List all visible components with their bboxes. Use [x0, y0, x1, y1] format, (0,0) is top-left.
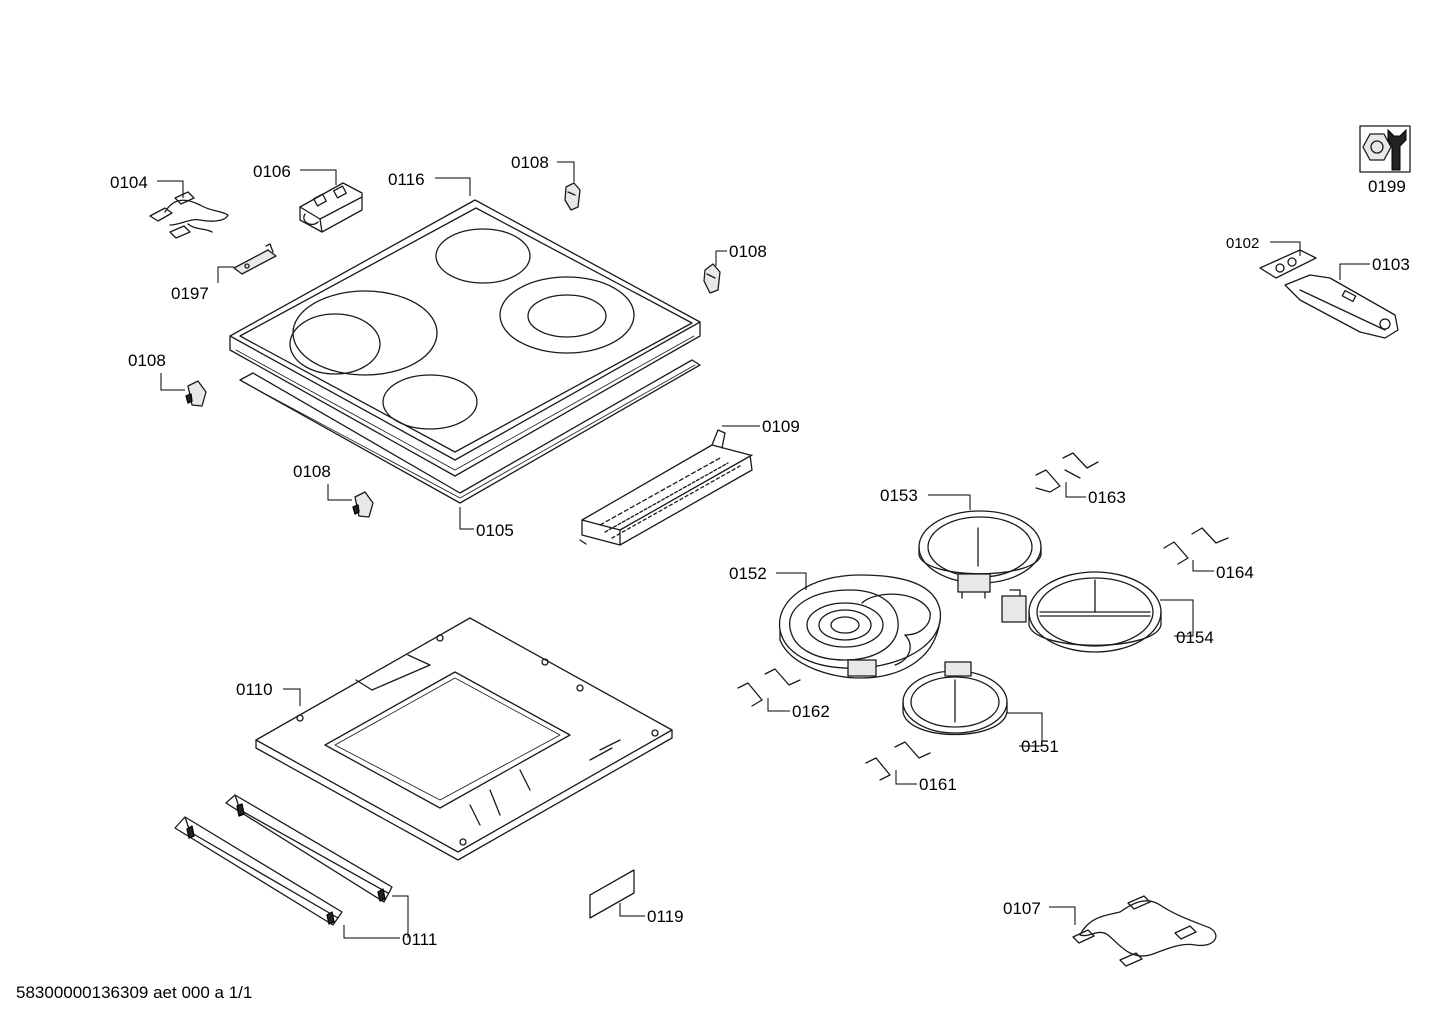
- wrench-nut-icon: [1359, 125, 1411, 173]
- callout-0164: 0164: [1216, 563, 1254, 582]
- hob-frame-seal: [239, 359, 701, 504]
- radiant-heater-0153: [918, 510, 1042, 599]
- retaining-clip-4: [352, 491, 374, 518]
- callout-0106: 0106: [253, 162, 291, 181]
- control-module-0109: [579, 429, 753, 546]
- callout-0116: 0116: [388, 170, 425, 189]
- callout-0108-bottom: 0108: [293, 462, 331, 481]
- mounting-rail-rear: [225, 794, 393, 903]
- insulation-pad-0102: [1259, 249, 1317, 279]
- spring-clips-0163: [1035, 452, 1099, 493]
- callout-0102: 0102: [1226, 235, 1259, 252]
- callout-0154: 0154: [1176, 628, 1214, 647]
- callout-labels: 0104 0106 0116 0108 0108 0108 0108 0197 …: [110, 153, 1410, 949]
- callout-0119: 0119: [647, 907, 684, 926]
- spring-clips-0162: [737, 668, 801, 707]
- callout-0105: 0105: [476, 521, 514, 540]
- mounting-rail-front: [174, 816, 343, 926]
- callout-0153: 0153: [880, 486, 918, 505]
- callout-0104: 0104: [110, 173, 148, 192]
- spring-clips-0161: [865, 741, 931, 781]
- retaining-clip-2: [703, 263, 721, 294]
- callout-0152: 0152: [729, 564, 767, 583]
- callout-0103: 0103: [1372, 255, 1410, 274]
- callout-0197: 0197: [171, 284, 209, 303]
- callout-0108-right: 0108: [729, 242, 767, 261]
- callout-0108-left: 0108: [128, 351, 166, 370]
- radiant-heater-0154: [1001, 571, 1162, 653]
- cable-harness-0104: [149, 191, 229, 239]
- cable-harness-0107: [1072, 895, 1217, 967]
- callout-0111: 0111: [402, 930, 437, 949]
- spring-clips-0164: [1163, 527, 1229, 565]
- radiant-heater-0152: [778, 574, 942, 679]
- callout-0110: 0110: [236, 680, 273, 699]
- rating-plate-0119: [589, 869, 635, 919]
- radiant-heater-0151: [902, 661, 1008, 736]
- retaining-clip-3: [185, 380, 207, 407]
- bottom-housing-0110: [255, 617, 673, 861]
- callout-0163: 0163: [1088, 488, 1126, 507]
- document-id: 58300000136309 aet 000 a 1/1: [16, 983, 252, 1002]
- callout-0108-top: 0108: [511, 153, 549, 172]
- callout-0107: 0107: [1003, 899, 1041, 918]
- leader-lines: [157, 161, 1370, 939]
- retaining-clip-1: [564, 182, 581, 211]
- callout-0109: 0109: [762, 417, 800, 436]
- callout-0162: 0162: [792, 702, 830, 721]
- callout-0199: 0199: [1368, 177, 1406, 196]
- terminal-box-0106: [299, 182, 363, 233]
- sensor-strip-0103: [1284, 274, 1399, 339]
- callout-0151: 0151: [1021, 737, 1059, 756]
- hob-glass-top: [229, 199, 701, 477]
- bracket-0197: [233, 243, 277, 275]
- callout-0161: 0161: [919, 775, 957, 794]
